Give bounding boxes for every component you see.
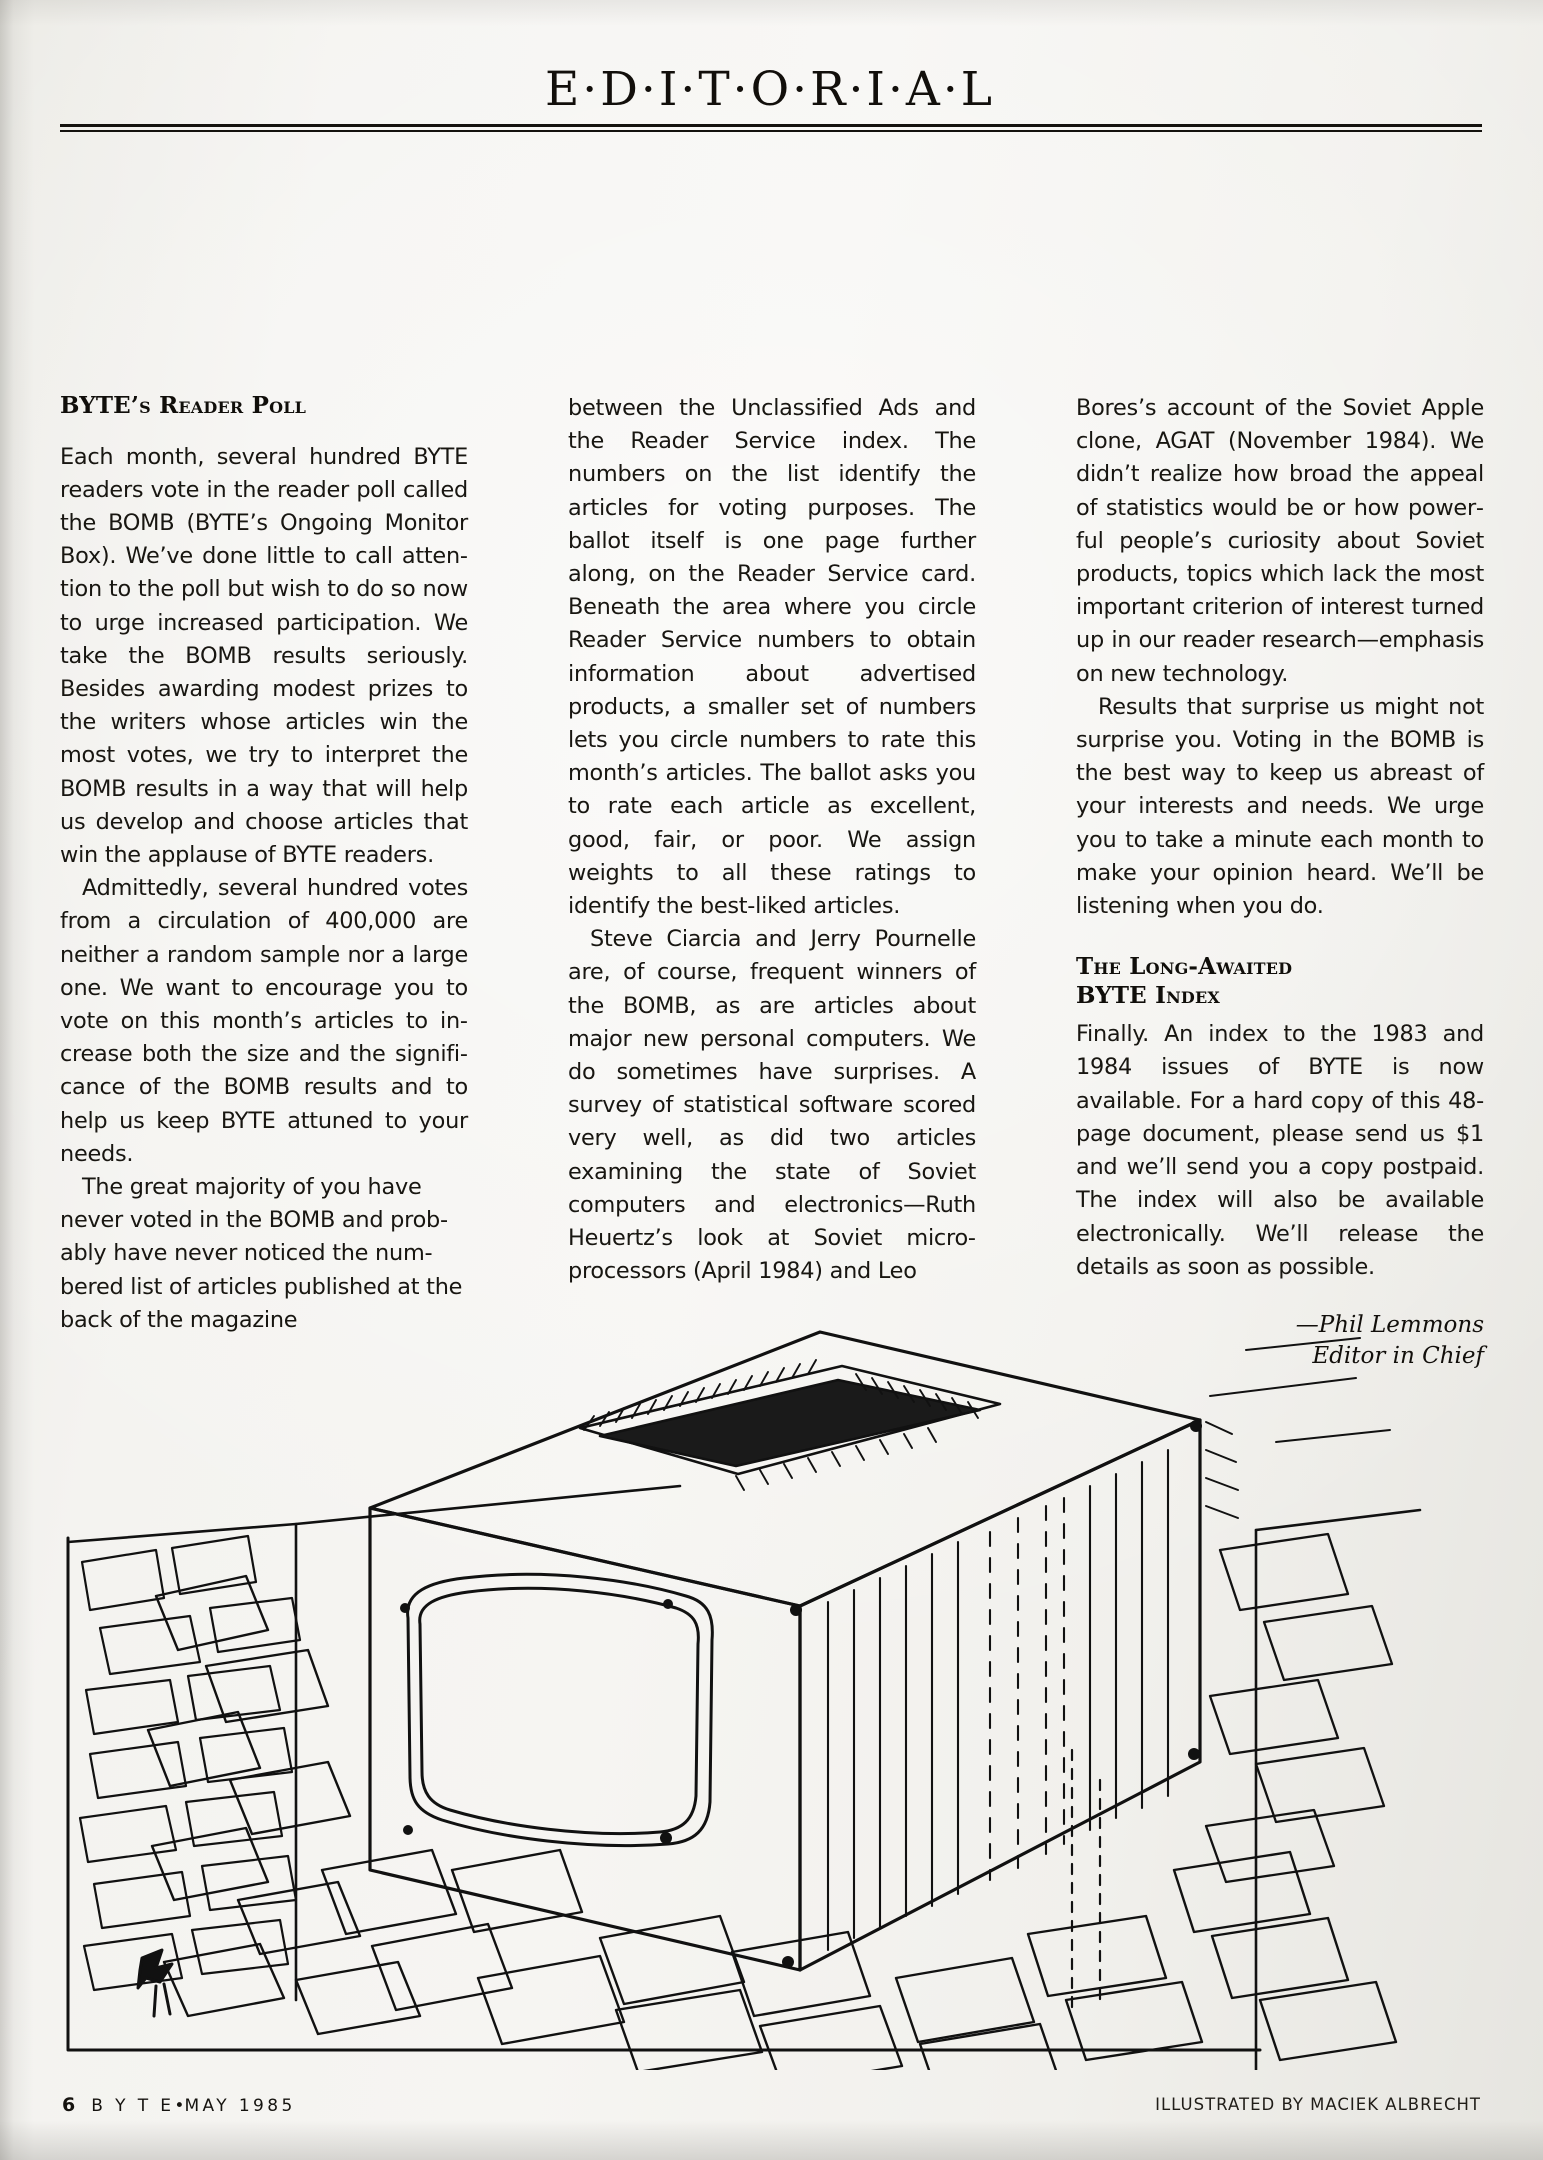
- column-3: Bores’s account of the Soviet Apple clon…: [1076, 392, 1484, 1372]
- editorial-illustration: [60, 1310, 1484, 2070]
- column-1: BYTE’s Reader Poll Each month, several h…: [60, 392, 468, 1372]
- paragraph: Each month, several hundred BYTE readers…: [60, 443, 468, 868]
- issue-date: MAY 1985: [184, 2096, 296, 2116]
- paragraph: Finally. An index to the 1983 and 1984 i…: [1076, 1021, 1484, 1280]
- section-heading-line-1: The Long-Awaited: [1076, 953, 1293, 981]
- section-heading-reader-poll: BYTE’s Reader Poll: [60, 392, 307, 419]
- paragraph: Steve Ciarcia and Jerry Pournelle are, o…: [568, 926, 976, 1285]
- paragraph: Results that surprise us might not surpr…: [1076, 693, 1484, 920]
- signature-role: Editor in Chief: [1312, 1342, 1484, 1369]
- paragraph: between the Unclassified Ads and the Rea…: [568, 395, 976, 920]
- paper-edge-bottom: [0, 2120, 1543, 2160]
- page-title: E·D·I·T·O·R·I·A·L: [544, 62, 996, 117]
- footer-left: 6 B Y T E•MAY 1985: [62, 2094, 296, 2116]
- page-number: 6: [62, 2094, 76, 2116]
- magazine-name: B Y T E: [91, 2096, 175, 2116]
- paragraph: The great majority of you have never vot…: [60, 1173, 463, 1333]
- illustration-credit: ILLUSTRATED BY MACIEK ALBRECHT: [1155, 2095, 1481, 2114]
- footer-bullet: •: [174, 2096, 185, 2116]
- signature-block: —Phil Lemmons Editor in Chief: [1076, 1310, 1484, 1372]
- column-2: between the Unclassified Ads and the Rea…: [568, 392, 976, 1372]
- section-heading-line-2: BYTE Index: [1076, 981, 1220, 1009]
- paper-edge-left: [0, 0, 34, 2160]
- signature-name: —Phil Lemmons: [1295, 1311, 1484, 1338]
- rule-thin: [60, 130, 1482, 132]
- title-rule: [60, 124, 1482, 132]
- paragraph: Admittedly, several hundred votes from a…: [60, 875, 468, 1167]
- rule-thick: [60, 124, 1482, 127]
- paragraph: Bores’s account of the Soviet Apple clon…: [1076, 395, 1484, 687]
- masthead: E·D·I·T·O·R·I·A·L: [60, 66, 1480, 113]
- article-columns: BYTE’s Reader Poll Each month, several h…: [60, 392, 1484, 1372]
- tv-monitor-box-illustration: [66, 1330, 1422, 2070]
- paper-edge-top: [0, 0, 1543, 26]
